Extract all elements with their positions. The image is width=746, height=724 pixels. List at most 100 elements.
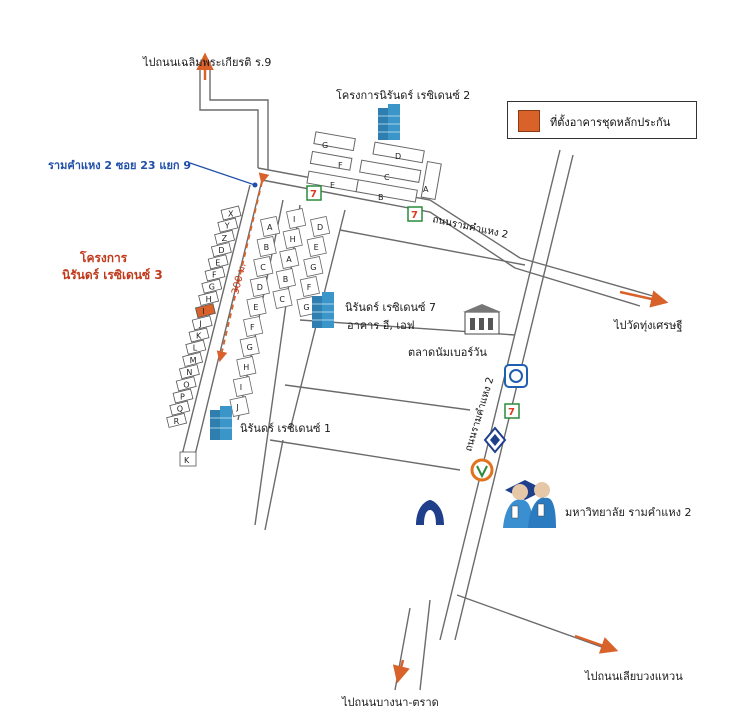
building-letter: F [307,283,312,292]
building-box [310,216,331,237]
building-letter: D [218,246,224,255]
building-box [191,315,213,331]
building-letter: B [264,243,270,252]
university-icon [503,480,556,528]
building-letter: X [228,210,234,219]
building-letter: J [235,403,238,412]
bldg-p2-a [420,161,442,201]
building-box [207,254,229,270]
seven-eleven-icon: 7 [306,185,322,201]
road-to-chalerm-b [199,62,259,168]
svg-text:E: E [330,181,335,190]
building-box [306,236,327,257]
building-box [204,266,226,282]
building-box [188,327,210,343]
distance-label: 300 ม. [230,262,248,296]
building-letter: G [303,303,309,312]
label-soi: รามคำแหง 2 ซอย 23 แยก 9 [48,159,192,172]
label-to-chalerm: ไปถนนเฉลิมพระเกียรติ ร.9 [143,56,272,69]
market-icon [463,304,501,335]
building-letter: L [193,344,198,353]
building-letter: C [260,263,266,272]
project2-block [306,131,442,203]
bank-icon [504,364,528,388]
building-box [256,236,277,257]
building-box [220,205,242,221]
building-box [236,356,257,377]
collateral-building [194,303,216,319]
label-residence1: นิรันดร์ เรซิเดนซ์ 1 [240,422,332,435]
building-box [214,229,236,245]
seven-eleven-icon: 7 [407,206,423,222]
building-box [172,388,194,404]
building-letter: N [186,368,192,377]
svg-text:A: A [423,185,429,194]
building-letter: G [310,263,316,272]
building-letter: Q [177,405,183,414]
project2-letters: GD FC EB A [322,141,429,202]
building-icon [312,292,334,328]
seven-eleven-icon: 7 [504,403,520,419]
building-box [239,336,260,357]
building-box [210,242,232,258]
bldg-p2-g [313,131,356,152]
bldg-p2-f [309,150,353,171]
building-box [217,217,239,233]
legend-label: ที่ตั้งอาคารชุดหลักประกัน [550,116,671,129]
label-market: ตลาดนัมเบอร์วัน [408,346,487,359]
building-box [286,208,307,229]
building-box [182,351,204,367]
building-box [169,400,191,416]
building-box [279,248,300,269]
building-box [166,412,188,428]
building-letter: H [206,295,212,304]
temple-icon [416,500,444,525]
building-letter: G [209,283,215,292]
bldg-p2-d [372,141,425,164]
label-project-residence2: โครงการนิรันดร์ เรซิเดนซ์ 2 [336,89,471,102]
building-box [178,364,200,380]
arrow-down-bangna [392,659,410,684]
bldg-p2-c [359,159,422,183]
building-letter: D [317,223,323,232]
building-letter: H [243,363,249,372]
building-box [299,276,320,297]
label-to-bangna: ไปถนนบางนา-ตราด [342,696,439,709]
building-icon [210,406,232,440]
building-icon [378,104,400,140]
arrow-right-ring [574,634,619,654]
label-to-ring: ไปถนนเลียบวงแหวน [585,670,683,683]
building-letter: C [279,295,285,304]
svg-text:C: C [384,173,390,182]
building-letter: D [257,283,263,292]
building-letter: Y [224,222,230,231]
label-residence7-line2: อาคาร อี, เอฟ [347,319,415,332]
building-box [275,268,296,289]
svg-text:F: F [338,161,343,170]
distance-300m-line [216,172,270,363]
building-box [246,296,267,317]
building-letter: E [314,243,319,252]
bank-icon [470,458,494,482]
building-letter: E [215,258,220,267]
svg-text:7: 7 [508,407,515,418]
building-box [198,290,220,306]
building-letter: F [212,271,217,280]
road-label-ramkhamhaeng2: ถนนรามคำแหง 2 [431,214,509,241]
building-box [260,216,281,237]
legend-swatch [518,110,540,132]
label-project3-line2: นิรันดร์ เรซิเดนซ์ 3 [62,268,163,282]
building-letter: Z [222,234,228,243]
building-letter: F [250,323,255,332]
building-letter: G [247,343,253,352]
bldg-p2-b [355,179,418,203]
building-letter: J [198,319,201,328]
building-letter: M [190,356,197,365]
legend: ที่ตั้งอาคารชุดหลักประกัน [507,101,697,139]
building-letter: I [240,383,242,392]
building-letter: E [253,303,258,312]
building-letter: R [174,417,180,426]
